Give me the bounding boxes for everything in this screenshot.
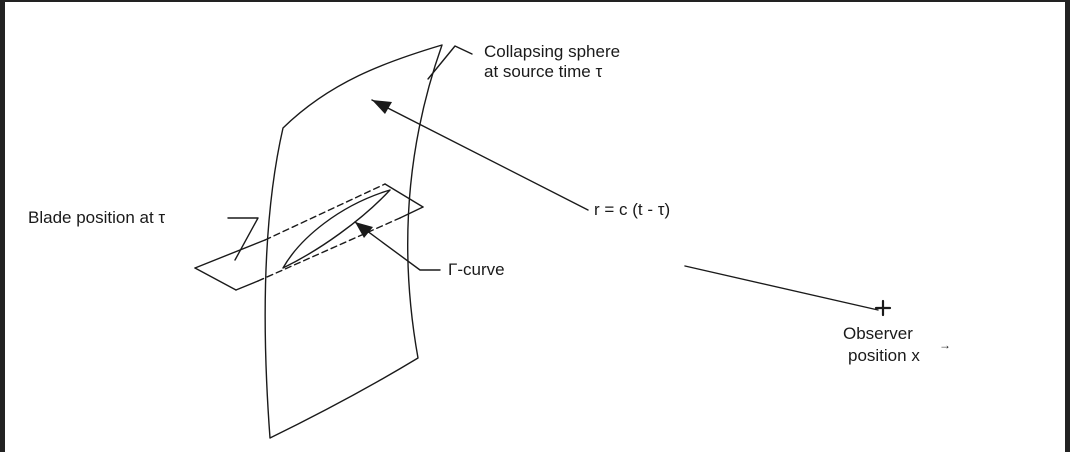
gamma-curve-label: Γ-curve [448,260,505,279]
observer-label-text: position x [848,346,920,365]
blade-lower-edge-visible [235,280,259,291]
blade-lower-edge-hidden [257,217,401,282]
gamma-arrowhead [355,222,373,238]
blade-pointer-line [227,217,259,261]
vector-arrow-icon: → [939,338,951,352]
distance-label: r = c (t - τ) [594,200,671,219]
sphere-pointer-line [427,45,473,80]
sphere-label-line2: at source time τ [484,62,603,81]
blade-front-edge [194,267,237,291]
gamma-pointer-line [354,221,441,271]
observer-label-line2: position x [848,346,920,366]
distance-arrow-lower [684,265,879,311]
gamma-curve-shape [282,189,391,269]
sphere-label-line1: Collapsing sphere [484,42,621,61]
blade-back-edge-visible [384,183,424,208]
blade-left-end [194,239,266,269]
distance-arrow-upper [371,99,589,211]
blade-right-edge [399,206,424,219]
blade-back-edge-hidden [264,183,386,241]
blade-label: Blade position at τ [28,208,166,227]
observer-label-line1: Observer [843,324,913,343]
sphere-surface [264,44,443,439]
distance-arrowhead [372,100,392,114]
